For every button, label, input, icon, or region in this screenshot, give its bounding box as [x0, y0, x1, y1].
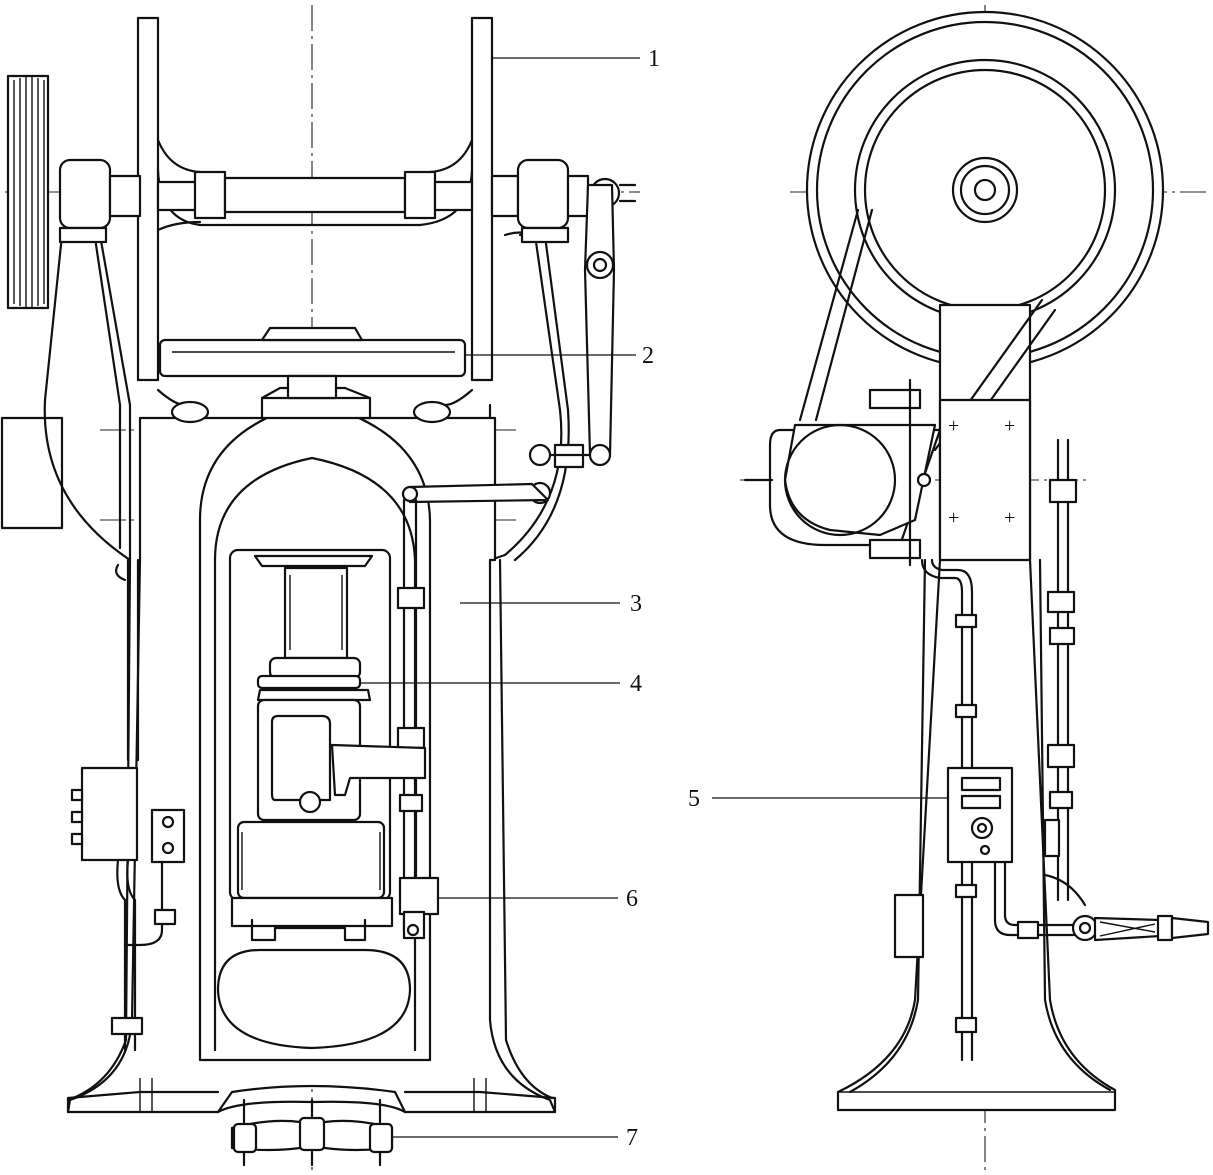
svg-text:+: +	[1004, 415, 1015, 437]
slide-ram	[228, 548, 427, 942]
callout-labels: 1 2 3 4 5 6 7	[360, 46, 948, 1151]
callout-4: 4	[630, 671, 642, 697]
control-box	[946, 766, 1014, 864]
brake-linkage	[230, 1098, 394, 1167]
svg-text:+: +	[1004, 507, 1015, 529]
control-linkage	[401, 183, 616, 505]
svg-text:+: +	[948, 507, 959, 529]
svg-text:+: +	[948, 415, 959, 437]
callout-7: 7	[626, 1125, 638, 1151]
callout-3: 3	[630, 591, 642, 617]
callout-5: 5	[688, 786, 700, 812]
foot-pedal	[993, 860, 1210, 942]
callout-1: 1	[648, 46, 660, 72]
main-shaft	[58, 158, 637, 230]
friction-disc	[158, 326, 467, 400]
front-view	[0, 5, 640, 1170]
callout-2: 2	[642, 343, 654, 369]
callout-6: 6	[626, 886, 638, 912]
belt-pulley	[0, 74, 64, 530]
side-view: + + + +	[740, 5, 1210, 1170]
side-fittings	[70, 558, 186, 1052]
upright-right	[470, 16, 494, 382]
motor	[743, 378, 942, 567]
